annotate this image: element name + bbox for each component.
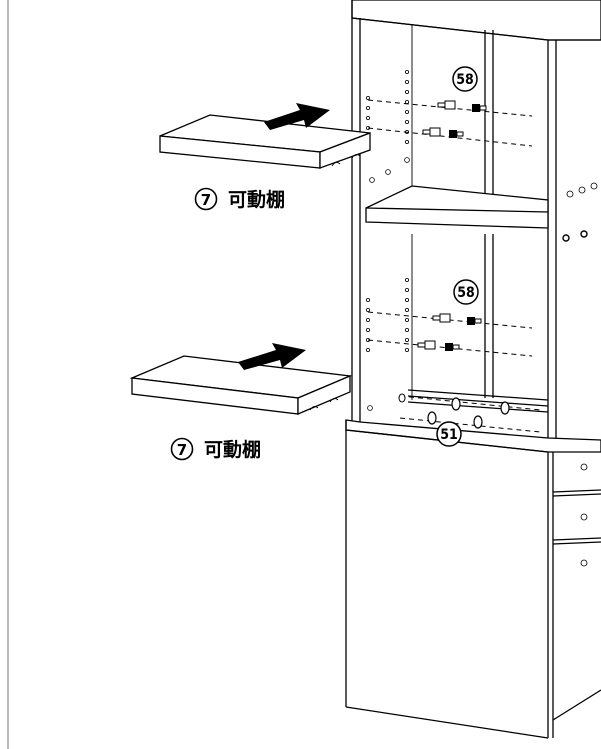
lower-shelf-pins [367, 311, 533, 357]
label-lower-shelf: 7 可動棚 [170, 437, 261, 461]
base-fittings [398, 393, 541, 433]
part-number-upper: 7 [201, 191, 211, 209]
upper-insert-arrow [264, 103, 330, 130]
part-name-upper: 可動棚 [228, 188, 285, 211]
callout-base-fitting: 51 [436, 421, 462, 447]
callout-51: 51 [440, 427, 458, 443]
callout-58-lower: 58 [457, 285, 475, 301]
part-name-lower: 可動棚 [204, 438, 261, 461]
callout-upper-pins: 58 [452, 66, 478, 92]
shelf-pin-holes [365, 70, 410, 411]
callout-lower-pins: 58 [453, 279, 479, 305]
callout-58-upper: 58 [456, 72, 474, 88]
side-hardware [562, 182, 598, 567]
label-upper-shelf: 7 可動棚 [194, 187, 285, 211]
upper-movable-shelf [159, 114, 371, 169]
upper-shelf-pins [367, 99, 533, 147]
part-number-lower: 7 [177, 441, 187, 459]
lower-insert-arrow [238, 343, 306, 370]
lower-movable-shelf [129, 355, 353, 415]
cabinet-frame [345, 0, 601, 739]
